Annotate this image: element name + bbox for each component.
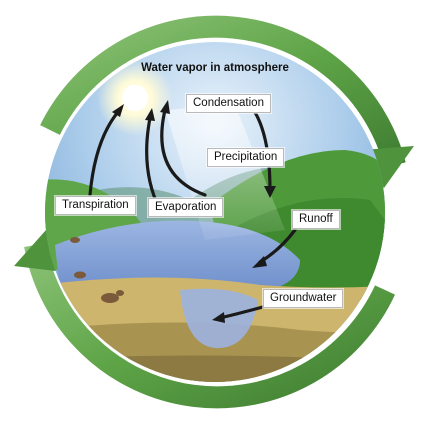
- label-condensation: Condensation: [186, 94, 271, 113]
- diagram-title: Water vapor in atmosphere: [141, 62, 289, 74]
- arrowheads: [112, 100, 276, 323]
- rabbit-icon: [70, 237, 124, 303]
- label-groundwater: Groundwater: [263, 289, 344, 308]
- label-evaporation: Evaporation: [148, 198, 224, 217]
- label-transpiration: Transpiration: [55, 196, 136, 215]
- label-runoff: Runoff: [292, 210, 340, 229]
- label-precipitation: Precipitation: [207, 148, 285, 167]
